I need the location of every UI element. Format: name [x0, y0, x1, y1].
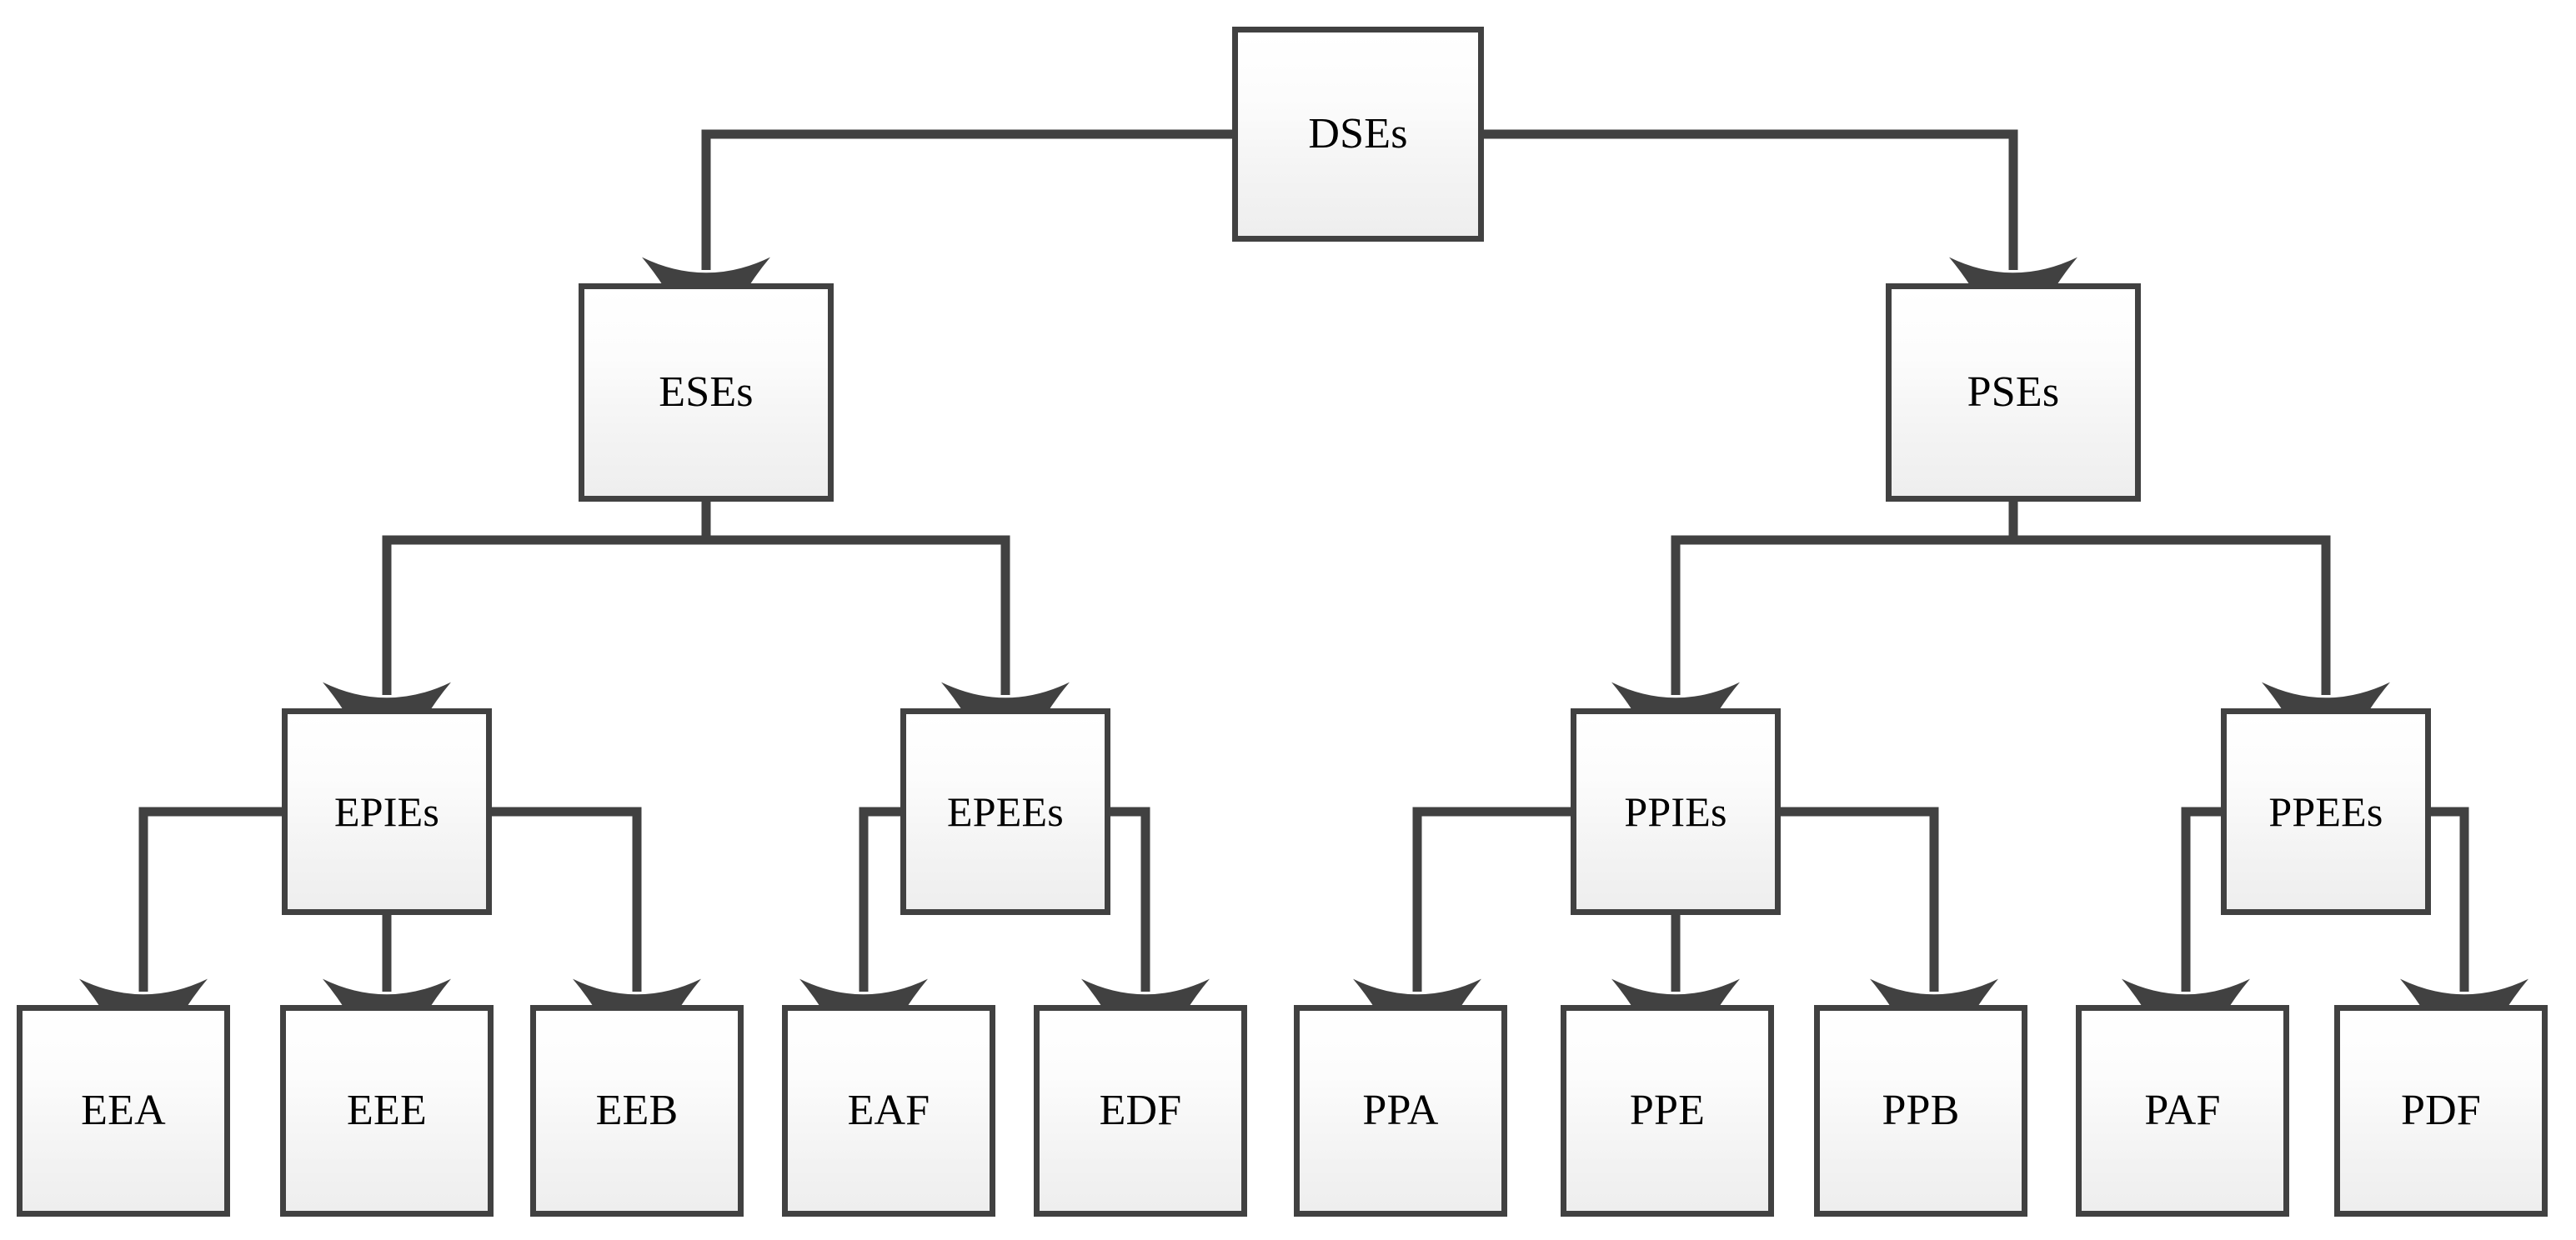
node-dses[interactable]: DSEs	[1232, 27, 1484, 242]
node-edf-label: EDF	[1099, 1087, 1182, 1134]
node-eeb-label: EEB	[595, 1087, 679, 1134]
node-pdf[interactable]: PDF	[2334, 1005, 2548, 1217]
edge-epees-edf	[1081, 807, 1210, 1113]
node-paf-label: PAF	[2144, 1087, 2221, 1134]
edge-eses-epies	[323, 502, 711, 817]
node-pses-label: PSEs	[1967, 368, 2060, 416]
node-eeb[interactable]: EEB	[530, 1005, 744, 1217]
node-eea-label: EEA	[81, 1087, 166, 1134]
edge-ppies-ppa	[1353, 807, 1571, 1113]
node-edf[interactable]: EDF	[1034, 1005, 1247, 1217]
edge-pses-ppees	[2008, 502, 2390, 817]
edge-ppies-ppb	[1781, 807, 1998, 1113]
node-pses[interactable]: PSEs	[1886, 283, 2141, 502]
node-paf[interactable]: PAF	[2076, 1005, 2289, 1217]
edge-epies-eea	[79, 807, 282, 1113]
node-ppe-label: PPE	[1629, 1087, 1706, 1134]
edge-eses-epees	[701, 502, 1070, 817]
node-epees-label: EPEEs	[947, 788, 1064, 835]
node-ppb[interactable]: PPB	[1814, 1005, 2027, 1217]
node-epees[interactable]: EPEEs	[900, 708, 1110, 915]
node-ppb-label: PPB	[1882, 1087, 1960, 1134]
edge-epies-eeb	[492, 807, 701, 1113]
edge-ppees-paf	[2122, 807, 2250, 1113]
node-epies[interactable]: EPIEs	[282, 708, 492, 915]
node-eses-label: ESEs	[659, 368, 754, 416]
node-eaf[interactable]: EAF	[782, 1005, 995, 1217]
node-ppa[interactable]: PPA	[1294, 1005, 1507, 1217]
node-ppees-label: PPEEs	[2268, 788, 2383, 835]
node-eses[interactable]: ESEs	[579, 283, 834, 502]
node-ppa-label: PPA	[1362, 1087, 1439, 1134]
node-pdf-label: PDF	[2401, 1087, 2481, 1134]
edge-pses-ppies	[1611, 502, 2018, 817]
node-dses-label: DSEs	[1308, 110, 1408, 158]
node-ppe[interactable]: PPE	[1561, 1005, 1774, 1217]
node-epies-label: EPIEs	[334, 788, 439, 835]
node-ppies-label: PPIEs	[1624, 788, 1727, 835]
node-ppees[interactable]: PPEEs	[2221, 708, 2431, 915]
edge-epees-eaf	[799, 807, 928, 1113]
node-eee[interactable]: EEE	[280, 1005, 494, 1217]
edge-dses-eses	[642, 129, 1232, 392]
node-eea[interactable]: EEA	[17, 1005, 230, 1217]
node-eee-label: EEE	[347, 1087, 427, 1134]
edge-ppees-pdf	[2400, 807, 2528, 1113]
node-eaf-label: EAF	[847, 1087, 930, 1134]
node-ppies[interactable]: PPIEs	[1571, 708, 1781, 915]
edge-dses-pses	[1484, 129, 2077, 392]
